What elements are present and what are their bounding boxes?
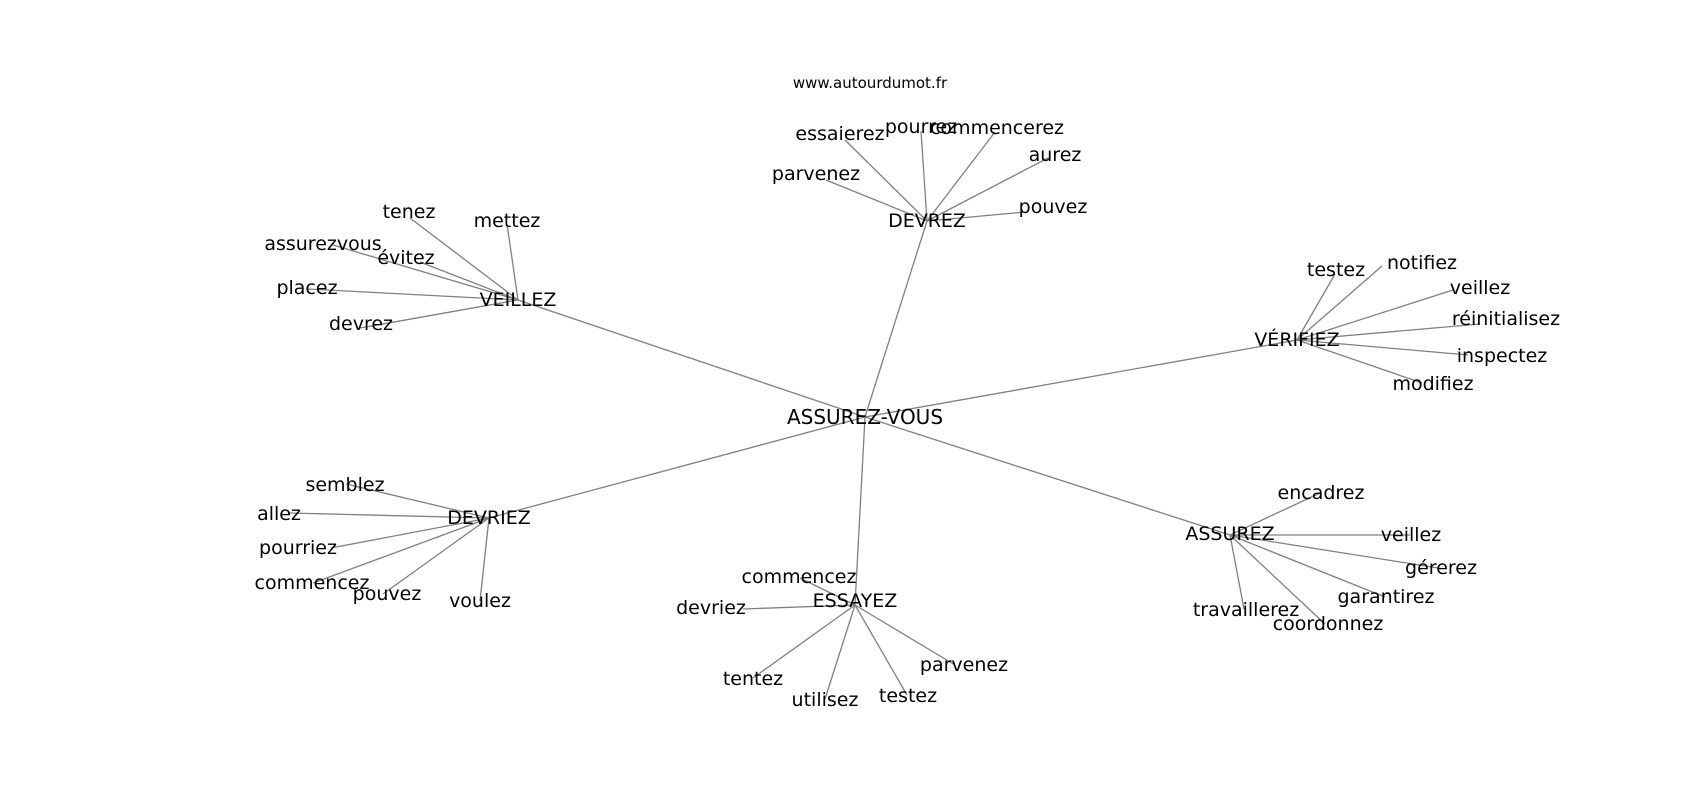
leaf-node-label[interactable]: commencerez [930, 117, 1064, 139]
edge-hub-to-leaf [1296, 339, 1469, 356]
edge-center-to-hub [864, 220, 928, 418]
edge-hub-to-leaf [1229, 534, 1245, 610]
edge-hub-to-leaf [854, 604, 908, 696]
edge-hub-to-leaf [506, 223, 519, 301]
edge-hub-to-leaf [382, 517, 490, 595]
center-node-label[interactable]: ASSUREZ-VOUS [787, 405, 943, 429]
leaf-node-label[interactable]: testez [879, 685, 937, 707]
leaf-node-label[interactable]: commencez [742, 566, 857, 588]
leaf-node-label[interactable]: devrez [329, 313, 393, 335]
edge-hub-to-leaf [1296, 289, 1454, 341]
edge-hub-to-leaf [799, 577, 856, 606]
edge-hub-to-leaf [824, 604, 856, 700]
leaf-node-label[interactable]: mettez [474, 210, 541, 232]
leaf-node-label[interactable]: parvenez [772, 163, 860, 185]
leaf-node-label[interactable]: gérerez [1405, 557, 1477, 579]
leaf-node-label[interactable]: utilisez [792, 689, 859, 711]
edge-hub-to-leaf [312, 517, 490, 584]
hub-node-label[interactable]: DEVRIEZ [447, 507, 530, 529]
edge-hub-to-leaf [920, 130, 928, 222]
hub-node-label[interactable]: ESSAYEZ [813, 590, 898, 612]
leaf-node-label[interactable]: allez [257, 503, 301, 525]
edge-hub-to-leaf [306, 288, 519, 301]
edge-hub-to-leaf [479, 517, 490, 602]
edge-hub-to-leaf [926, 131, 996, 222]
leaf-node-label[interactable]: semblez [305, 474, 384, 496]
edge-center-to-hub [488, 416, 866, 519]
leaf-node-label[interactable]: aurez [1029, 144, 1082, 166]
edge-hub-to-leaf [1229, 492, 1321, 536]
leaf-node-label[interactable]: pouvez [353, 583, 422, 605]
edge-hub-to-leaf [825, 179, 928, 222]
edge-center-to-hub [854, 416, 866, 606]
edge-hub-to-leaf [1296, 339, 1423, 384]
leaf-node-label[interactable]: travaillerez [1193, 599, 1299, 621]
leaf-node-label[interactable]: voulez [449, 590, 511, 612]
leaf-node-label[interactable]: modifiez [1392, 373, 1473, 395]
leaf-node-label[interactable]: évitez [377, 247, 434, 269]
edge-hub-to-leaf [409, 217, 519, 301]
edge-hub-to-leaf [1229, 534, 1386, 598]
edge-hub-to-leaf [926, 157, 1049, 222]
edge-hub-to-leaf [345, 483, 490, 519]
edge-hub-to-leaf [1229, 534, 1439, 569]
site-watermark: www.autourdumot.fr [793, 74, 948, 92]
edge-hub-to-leaf [288, 512, 490, 519]
leaf-node-label[interactable]: encadrez [1278, 482, 1365, 504]
leaf-node-label[interactable]: veillez [1450, 277, 1510, 299]
edge-hub-to-leaf [332, 244, 519, 301]
leaf-node-label[interactable]: veillez [1381, 524, 1441, 546]
leaf-node-label[interactable]: réinitialisez [1452, 308, 1560, 330]
edge-hub-to-leaf [359, 299, 519, 329]
hub-node-label[interactable]: ASSUREZ [1185, 523, 1274, 545]
leaf-node-label[interactable]: tenez [383, 201, 436, 223]
leaf-node-label[interactable]: inspectez [1457, 345, 1548, 367]
leaf-node-label[interactable]: coordonnez [1273, 613, 1384, 635]
leaf-node-label[interactable]: tentez [723, 668, 783, 690]
graph-edges [288, 130, 1481, 700]
edge-hub-to-leaf [330, 517, 490, 549]
edge-hub-to-leaf [854, 604, 956, 666]
leaf-node-label[interactable]: placez [276, 277, 337, 299]
leaf-node-label[interactable]: garantirez [1338, 586, 1435, 608]
leaf-node-label[interactable]: notifiez [1387, 252, 1457, 274]
hub-node-label[interactable]: DEVREZ [888, 210, 966, 232]
edge-center-to-hub [864, 339, 1298, 418]
edge-hub-to-leaf [1229, 534, 1326, 625]
leaf-node-label[interactable]: parvenez [920, 654, 1008, 676]
edge-hub-to-leaf [1296, 323, 1481, 341]
edge-hub-to-leaf [419, 261, 519, 301]
leaf-node-label[interactable]: pourriez [259, 537, 337, 559]
edge-center-to-hub [864, 416, 1231, 536]
leaf-node-label[interactable]: pourrez [885, 116, 957, 138]
leaf-node-label[interactable]: devriez [676, 597, 746, 619]
leaf-node-label[interactable]: testez [1307, 259, 1365, 281]
edge-hub-to-leaf [1296, 265, 1383, 341]
edge-center-to-hub [517, 299, 866, 418]
edge-hub-to-leaf [752, 604, 856, 679]
hub-node-label[interactable]: VEILLEZ [480, 289, 557, 311]
leaf-node-label[interactable]: pouvez [1019, 196, 1088, 218]
edge-hub-to-leaf [926, 211, 1026, 222]
edge-hub-to-leaf [844, 139, 928, 222]
leaf-node-label[interactable]: essaierez [795, 123, 884, 145]
edge-hub-to-leaf [742, 604, 856, 610]
edge-hub-to-leaf [1296, 273, 1336, 341]
leaf-node-label[interactable]: commencez [255, 572, 370, 594]
leaf-node-label[interactable]: assurezvous [264, 233, 381, 255]
hub-node-label[interactable]: VÉRIFIEZ [1254, 328, 1339, 351]
